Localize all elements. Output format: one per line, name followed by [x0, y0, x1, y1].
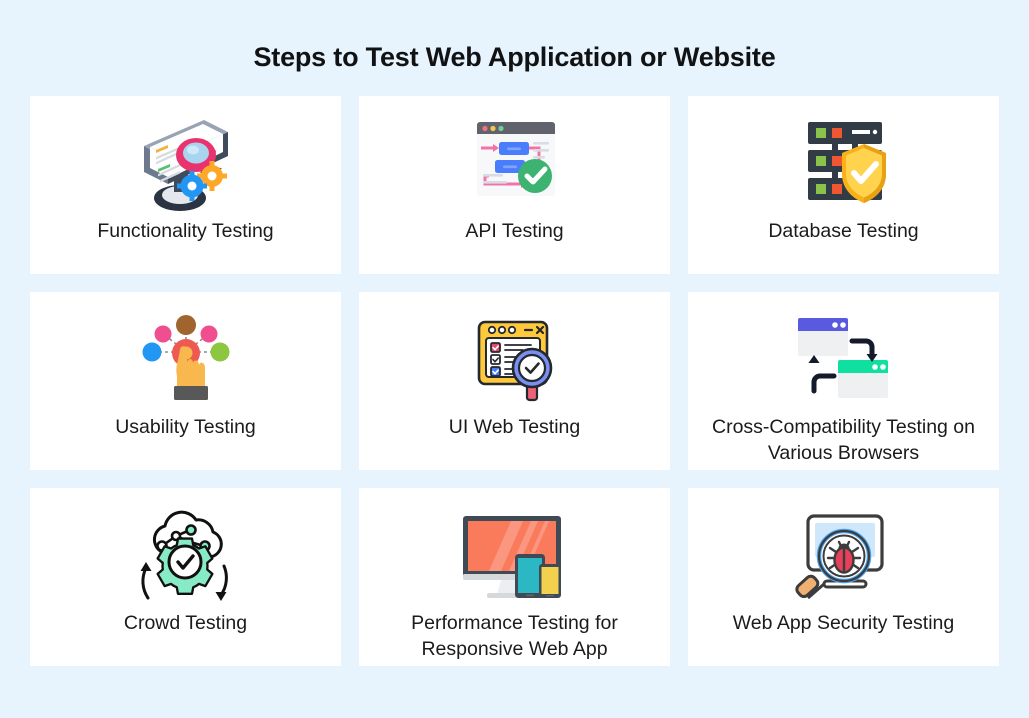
hand-touch-network-icon [116, 306, 256, 410]
card-label: Database Testing [768, 220, 919, 242]
cloud-gear-check-icon [116, 502, 256, 606]
browser-flow-check-icon [445, 110, 585, 214]
two-browsers-swap-arrows-icon [774, 306, 914, 410]
monitor-tablet-phone-icon [445, 502, 585, 606]
page-title: Steps to Test Web Application or Website [253, 42, 776, 72]
card-functionality-testing[interactable]: Functionality Testing [30, 96, 341, 274]
card-label: Crowd Testing [123, 612, 248, 634]
card-label: Cross-Compatibility Testing on Various B… [712, 416, 975, 464]
card-label: Usability Testing [115, 416, 256, 438]
card-label: Web App Security Testing [732, 612, 955, 634]
card-label: UI Web Testing [448, 416, 581, 438]
card-label: API Testing [465, 220, 564, 242]
monitor-magnifier-gears-icon [116, 110, 256, 214]
steps-card-grid: Functionality Testing [30, 96, 999, 666]
card-label: Functionality Testing [97, 220, 274, 242]
card-usability-testing[interactable]: Usability Testing [30, 292, 341, 470]
card-api-testing[interactable]: API Testing [359, 96, 670, 274]
card-database-testing[interactable]: Database Testing [688, 96, 999, 274]
card-web-app-security-testing[interactable]: Web App Security Testing [688, 488, 999, 666]
card-cross-compatibility-testing[interactable]: Cross-Compatibility Testing on Various B… [688, 292, 999, 470]
checklist-window-magnifier-icon [445, 306, 585, 410]
server-shield-check-icon [774, 110, 914, 214]
card-ui-web-testing[interactable]: UI Web Testing [359, 292, 670, 470]
monitor-magnifier-bug-icon [774, 502, 914, 606]
card-label: Performance Testing for Responsive Web A… [411, 612, 618, 660]
card-crowd-testing[interactable]: Crowd Testing [30, 488, 341, 666]
card-performance-testing[interactable]: Performance Testing for Responsive Web A… [359, 488, 670, 666]
